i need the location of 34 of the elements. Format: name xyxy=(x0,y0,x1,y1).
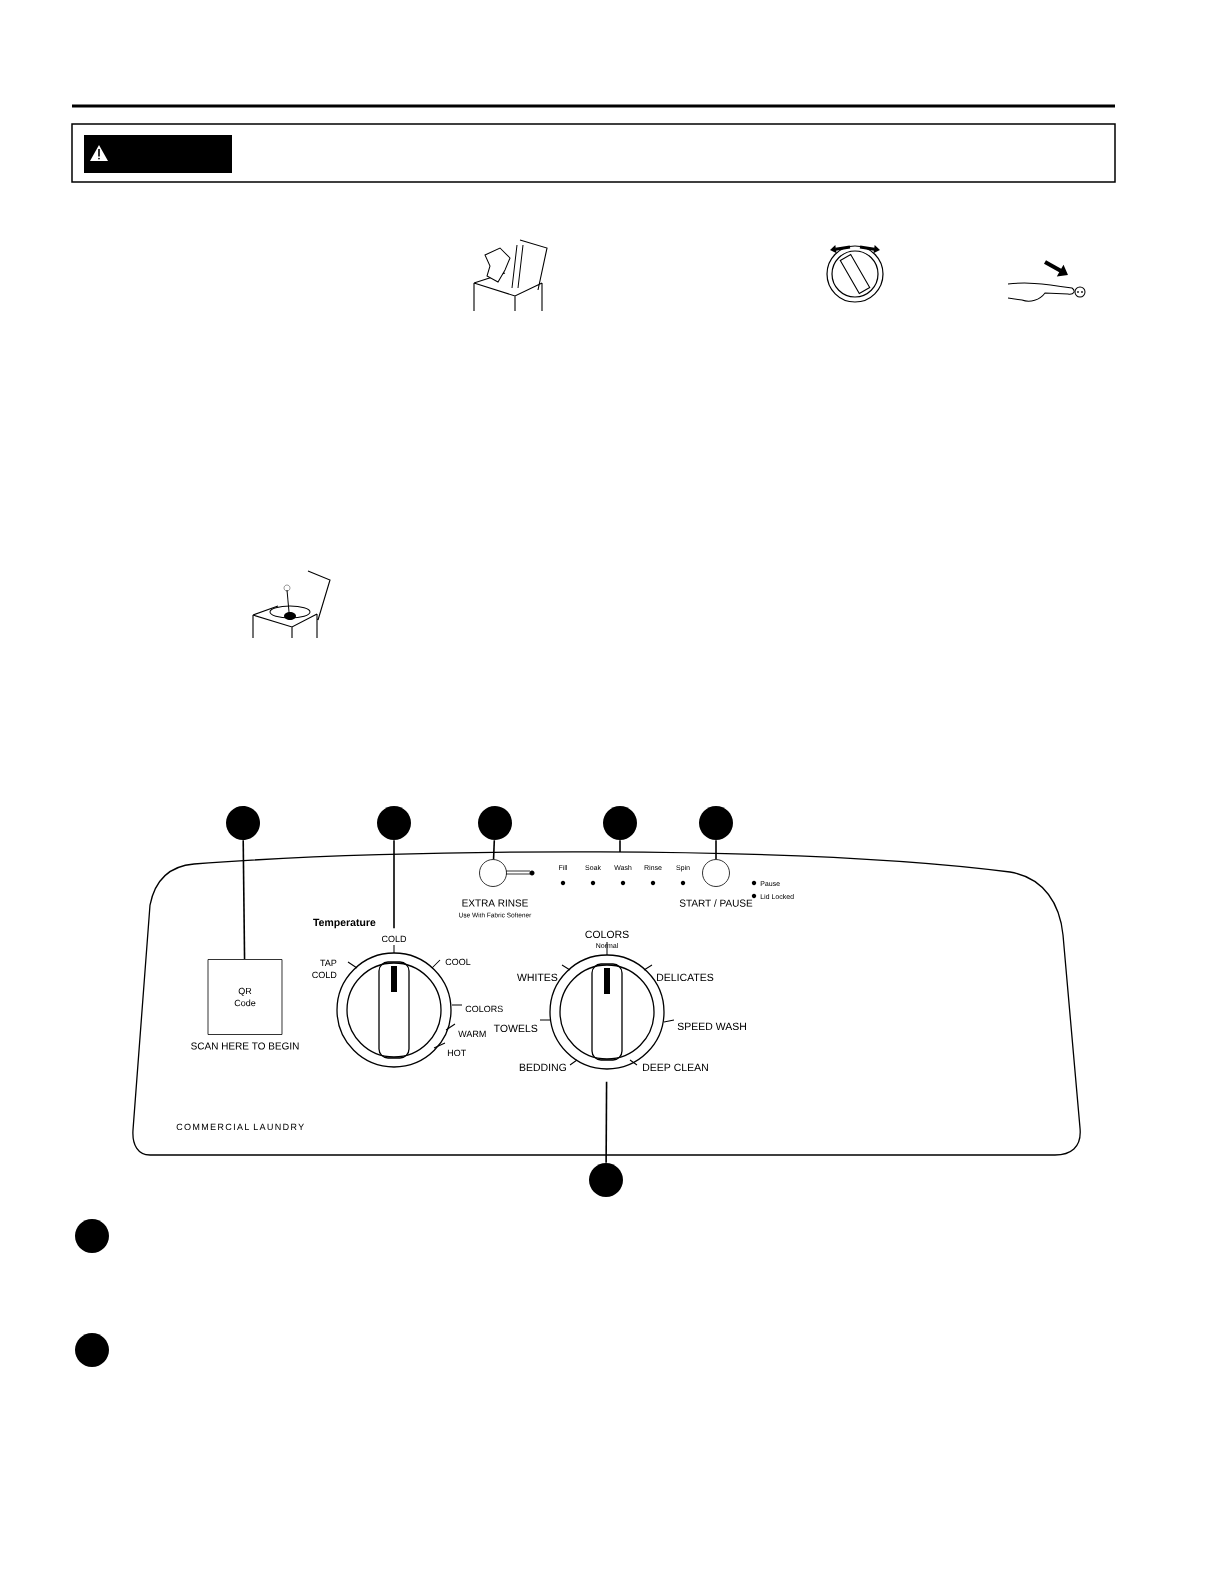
dial-label: Temperature xyxy=(313,918,376,929)
push-button xyxy=(702,859,730,887)
dial-label: TOWELS xyxy=(493,1024,538,1033)
dial-label: TAP COLD xyxy=(312,959,337,979)
qr-code-field: QR Code xyxy=(207,959,283,1035)
dial-label: BEDDING xyxy=(519,1063,566,1072)
dial-label: HOT xyxy=(447,1049,466,1057)
button-caption: SCAN HERE TO BEGIN xyxy=(191,1042,299,1050)
callout-circle xyxy=(377,806,411,840)
dial-label: COLD xyxy=(381,935,407,943)
dial-label: COMMERCIAL LAUNDRY xyxy=(176,1123,304,1131)
callout-circle xyxy=(589,1163,623,1197)
callout-circle xyxy=(75,1219,109,1253)
leader-line xyxy=(605,1080,608,1164)
leader-line xyxy=(393,839,395,930)
callout-circle xyxy=(699,806,733,840)
leader-line xyxy=(242,839,246,960)
dial-label: COOL xyxy=(445,958,471,966)
dial-label: COLORS xyxy=(585,930,629,939)
leader-line xyxy=(619,839,621,853)
callout-circle xyxy=(478,806,512,840)
dial-label: DELICATES xyxy=(657,973,714,982)
callout-circle xyxy=(226,806,260,840)
callout-circle xyxy=(75,1333,109,1367)
button-caption: START / PAUSE xyxy=(679,899,753,907)
leader-line xyxy=(715,839,717,860)
button-caption: EXTRA RINSE xyxy=(462,899,528,907)
dial-label: COLORS xyxy=(465,1005,503,1013)
callout-circle xyxy=(603,806,637,840)
dial-label: DEEP CLEAN xyxy=(643,1063,708,1072)
push-button xyxy=(479,859,535,887)
dial-label: WHITES xyxy=(517,973,558,982)
dial-label: SPEED WASH xyxy=(677,1022,746,1031)
leader-line xyxy=(492,839,496,860)
